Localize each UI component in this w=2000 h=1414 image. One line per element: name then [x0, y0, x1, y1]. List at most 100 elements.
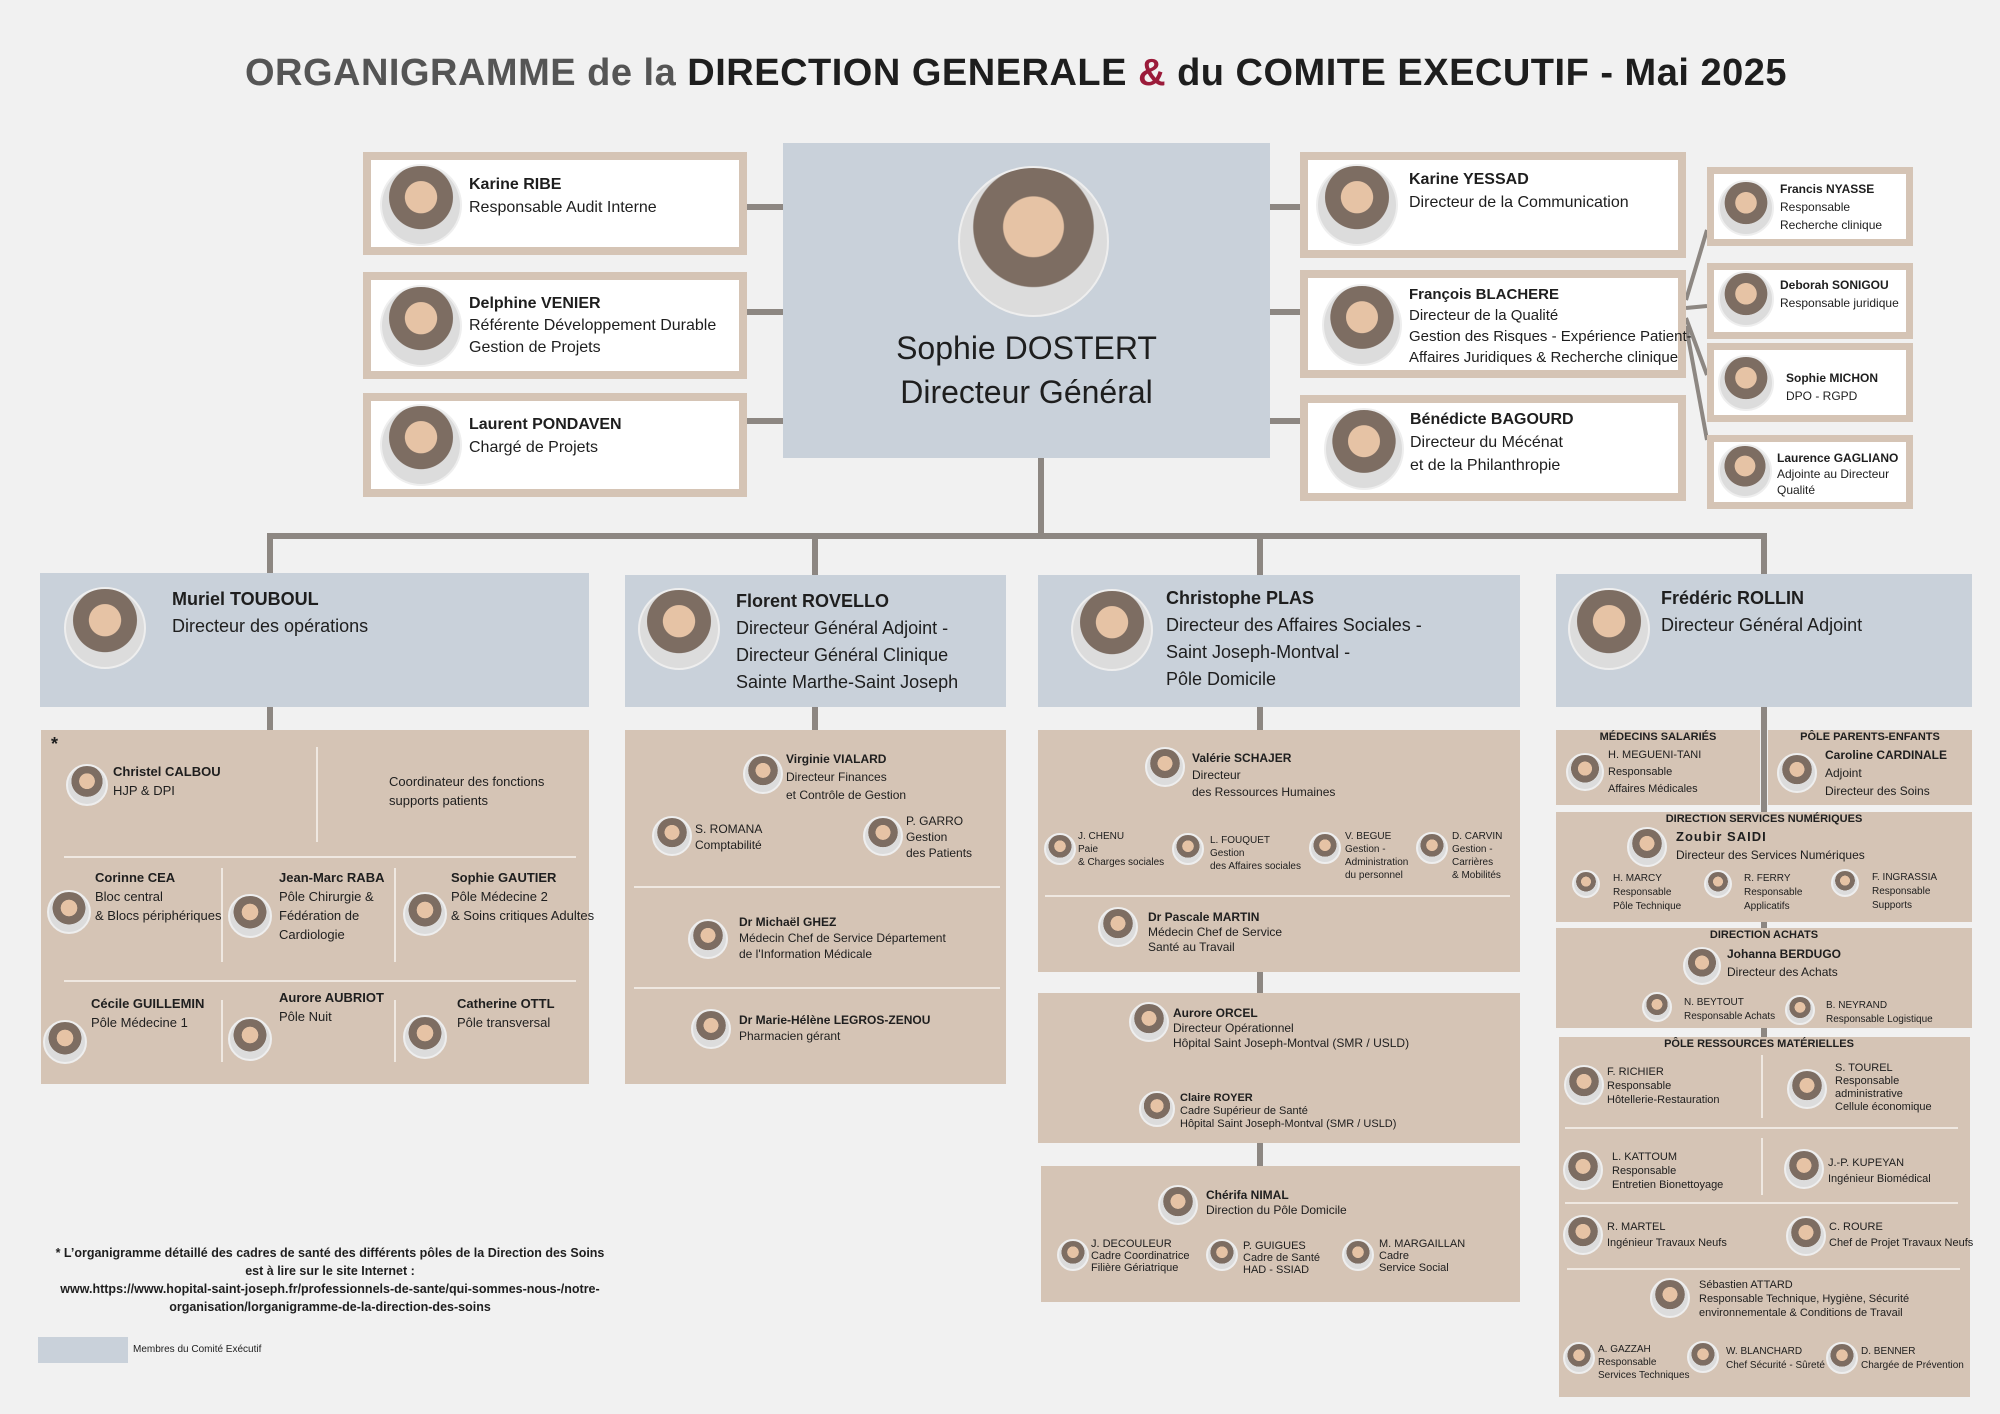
clinique-team-box: [625, 730, 1006, 1084]
person-name: S. ROMANA: [695, 822, 763, 836]
person-role: Responsable Recherche clinique: [1780, 200, 1883, 232]
person-role: Adjoint Directeur des Soins: [1825, 766, 1930, 798]
avatar-photo: [1787, 1069, 1827, 1109]
divider: [1565, 1202, 1958, 1204]
avatar-photo: [47, 890, 91, 934]
avatar-photo: [1718, 355, 1774, 411]
person-role: Adjointe au Directeur Qualité: [1777, 467, 1890, 497]
person-name: Karine RIBE: [469, 176, 562, 193]
avatar-photo: [1129, 1002, 1169, 1042]
person-name: D. BENNER: [1861, 1346, 1916, 1357]
avatar-photo: [1309, 832, 1341, 864]
avatar-photo: [743, 754, 783, 794]
person-role: Responsable Logistique: [1826, 1014, 1933, 1025]
person-role: Responsable Achats: [1684, 1011, 1776, 1022]
avatar-photo: [380, 164, 462, 246]
person-role: DPO - RGPD: [1786, 389, 1858, 403]
avatar-photo: [688, 919, 728, 959]
divider: [64, 856, 576, 858]
divider: [394, 868, 396, 962]
connector: [747, 309, 783, 315]
person-role: Pôle Médecine 2 & Soins critiques Adulte…: [451, 889, 595, 923]
avatar-photo: [43, 1020, 87, 1064]
person-role: Cadre Coordinatrice Filière Gériatrique: [1091, 1250, 1190, 1274]
avatar-photo: [1831, 869, 1859, 897]
person-role: Comptabilité: [695, 838, 762, 852]
numerique-box: [1556, 812, 1972, 922]
person-name: Claire ROYER: [1180, 1092, 1253, 1104]
person-name: A. GAZZAH: [1598, 1344, 1651, 1355]
avatar-photo: [1777, 753, 1817, 793]
avatar-photo: [638, 588, 720, 670]
person-role: Cadre Supérieur de Santé Hôpital Saint J…: [1180, 1105, 1397, 1130]
person-name: Laurence GAGLIANO: [1777, 451, 1899, 465]
person-name: W. BLANCHARD: [1726, 1346, 1803, 1357]
person-role: Ingénieur Travaux Neufs: [1607, 1237, 1727, 1249]
connector: [1270, 204, 1300, 210]
coordinator-label: Coordinateur des fonctions supports pati…: [389, 774, 545, 808]
section-title: DIRECTION SERVICES NUMÉRIQUES: [1665, 813, 1863, 825]
person-role: Chargé de Projets: [469, 439, 598, 456]
person-role: Directeur Général Adjoint: [1661, 615, 1863, 635]
ceo-name: Sophie DOSTERT: [896, 330, 1157, 366]
avatar-photo: [1342, 1239, 1374, 1271]
person-name: Sophie MICHON: [1786, 371, 1878, 385]
divider: [1761, 1055, 1763, 1118]
person-role: Chef Sécurité - Sûreté: [1726, 1360, 1825, 1371]
person-role: Responsable Hôtellerie-Restauration: [1607, 1080, 1720, 1106]
divider: [394, 1000, 396, 1062]
avatar-photo: [1687, 1341, 1719, 1373]
avatar-photo: [380, 404, 462, 486]
person-name: Jean-Marc RABA: [279, 870, 385, 885]
person-role: HJP & DPI: [113, 783, 175, 798]
connector: [1257, 1143, 1263, 1166]
avatar-photo: [1564, 1065, 1604, 1105]
person-name: H. MARCY: [1613, 873, 1662, 884]
avatar-photo: [1566, 753, 1604, 791]
avatar-photo: [1718, 271, 1774, 327]
person-name: Bénédicte BAGOURD: [1410, 411, 1574, 428]
person-name: Chérifa NIMAL: [1206, 1188, 1289, 1202]
person-name: Laurent PONDAVEN: [469, 416, 622, 433]
avatar-photo: [1206, 1239, 1238, 1271]
achats-box: [1556, 928, 1972, 1028]
person-role: Responsable Technique, Hygiène, Sécurité…: [1699, 1293, 1910, 1319]
person-role: Directeur des Ressources Humaines: [1192, 768, 1336, 799]
person-name: François BLACHERE: [1409, 286, 1560, 303]
person-role: Médecin Chef de Service Santé au Travail: [1148, 925, 1283, 954]
person-role: Directeur Finances et Contrôle de Gestio…: [786, 770, 907, 802]
avatar-photo: [958, 166, 1109, 317]
person-role: Pôle transversal: [457, 1015, 551, 1030]
section-title: MÉDECINS SALARIÉS: [1599, 731, 1717, 743]
connector: [1257, 533, 1263, 575]
avatar-photo: [1172, 833, 1204, 865]
person-role: Pôle Médecine 1: [91, 1015, 188, 1030]
avatar-photo: [1316, 164, 1398, 246]
person-name: R. MARTEL: [1607, 1221, 1666, 1233]
person-role: Directeur des Affaires Sociales - Saint …: [1166, 615, 1422, 689]
person-name: J. CHENU: [1078, 831, 1125, 842]
avatar-photo: [1057, 1239, 1089, 1271]
person-role: Responsable Audit Interne: [469, 199, 657, 216]
person-name: Corinne CEA: [95, 870, 176, 885]
person-role: Responsable juridique: [1780, 296, 1899, 310]
person-name: D. CARVIN: [1452, 831, 1503, 842]
section-title: DIRECTION ACHATS: [1709, 929, 1819, 941]
person-name: S. TOUREL: [1835, 1062, 1893, 1074]
person-name: Christophe PLAS: [1166, 588, 1315, 608]
person-name: Francis NYASSE: [1780, 182, 1875, 196]
person-role: Directeur Opérationnel Hôpital Saint Jos…: [1173, 1021, 1410, 1050]
person-name: Dr Michaël GHEZ: [739, 915, 837, 929]
section-title: PÔLE PARENTS-ENFANTS: [1800, 731, 1940, 743]
footnote-marker: *: [51, 734, 59, 754]
domicile-team-box: [1041, 1166, 1520, 1302]
person-name: Sophie GAUTIER: [451, 870, 557, 885]
person-name: Karine YESSAD: [1409, 171, 1529, 188]
person-name: B. NEYRAND: [1826, 1000, 1888, 1011]
person-name: N. BEYTOUT: [1684, 997, 1744, 1008]
avatar-photo: [1044, 833, 1076, 865]
person-name: L. FOUQUET: [1210, 835, 1271, 846]
legend-swatch: [38, 1337, 128, 1363]
person-role: Cadre de Santé HAD - SSIAD: [1243, 1252, 1321, 1276]
avatar-photo: [1683, 947, 1721, 985]
